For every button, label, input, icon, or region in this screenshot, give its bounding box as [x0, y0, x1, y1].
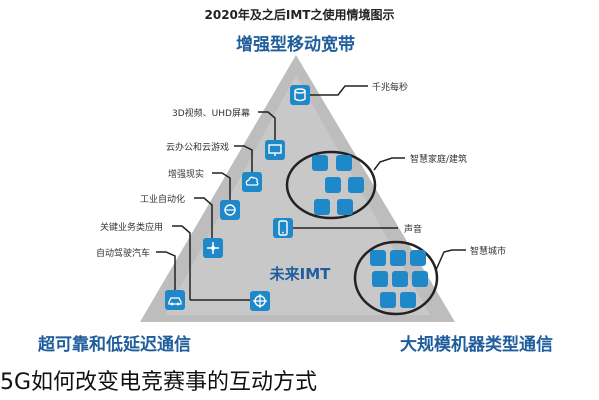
label-mission-critical: 关键业务类应用 — [100, 223, 164, 233]
connector-ar — [212, 172, 231, 205]
cloud-icon — [242, 172, 262, 192]
smart-city-factory-icon — [380, 292, 396, 308]
connector-mission — [172, 225, 191, 300]
smart-home-tv-icon — [336, 155, 352, 171]
smart-city-home-icon — [392, 271, 408, 287]
connector-self-driving — [156, 251, 176, 298]
smart-city-building-icon — [390, 250, 406, 266]
ar-headset-icon — [220, 200, 240, 220]
smart-home-grid-icon — [312, 155, 328, 171]
corner-label-top: 增强型移动宽带 — [236, 35, 355, 55]
smart-home-house-icon — [348, 177, 364, 193]
industrial-robot-icon — [203, 238, 223, 258]
car-icon — [165, 290, 185, 310]
target-icon — [250, 291, 270, 311]
phone-icon — [273, 218, 293, 238]
smart-home-appliance-icon — [325, 177, 341, 193]
label-industrial: 工业自动化 — [140, 195, 186, 205]
monitor-icon — [265, 140, 285, 160]
smart-city-meter-icon — [410, 250, 426, 266]
page-caption: 5G如何改变电竞赛事的互动方式 — [0, 370, 318, 395]
future-imt-label: 未来IMT — [269, 265, 331, 283]
connector-cloud — [234, 145, 253, 180]
smart-city-tower-icon — [372, 271, 388, 287]
label-gigabytes: 千兆每秒 — [372, 83, 409, 93]
database-icon — [290, 85, 310, 105]
label-self-driving: 自动驾驶汽车 — [96, 249, 151, 259]
label-3d-video: 3D视频、UHD屏幕 — [172, 109, 250, 119]
connector-3d-video — [258, 111, 276, 150]
smart-city-grid-icon — [412, 271, 428, 287]
label-cloud: 云办公和云游戏 — [166, 143, 230, 153]
smart-home-printer-icon — [314, 199, 330, 215]
label-smart-city: 智慧城市 — [470, 247, 507, 257]
connector-smart-home — [373, 157, 405, 171]
diagram-title: 2020年及之后IMT之使用情境图示 — [204, 8, 395, 22]
corner-label-bottom-left: 超可靠和低延迟通信 — [38, 335, 191, 355]
smart-city-wind-icon — [370, 250, 386, 266]
label-voice: 声音 — [404, 225, 423, 235]
connector-lines — [156, 85, 466, 301]
smart-home-screen-icon — [337, 199, 353, 215]
smart-home-group — [285, 150, 377, 220]
label-ar: 增强现实 — [168, 170, 205, 180]
smart-city-group — [353, 240, 439, 316]
label-smart-home: 智慧家庭/建筑 — [410, 155, 468, 165]
connector-industrial — [194, 197, 213, 248]
smart-city-lamp-icon — [400, 292, 416, 308]
connector-gigabytes — [300, 85, 368, 96]
corner-label-bottom-right: 大规模机器类型通信 — [400, 335, 553, 355]
connector-smart-city — [435, 249, 466, 271]
